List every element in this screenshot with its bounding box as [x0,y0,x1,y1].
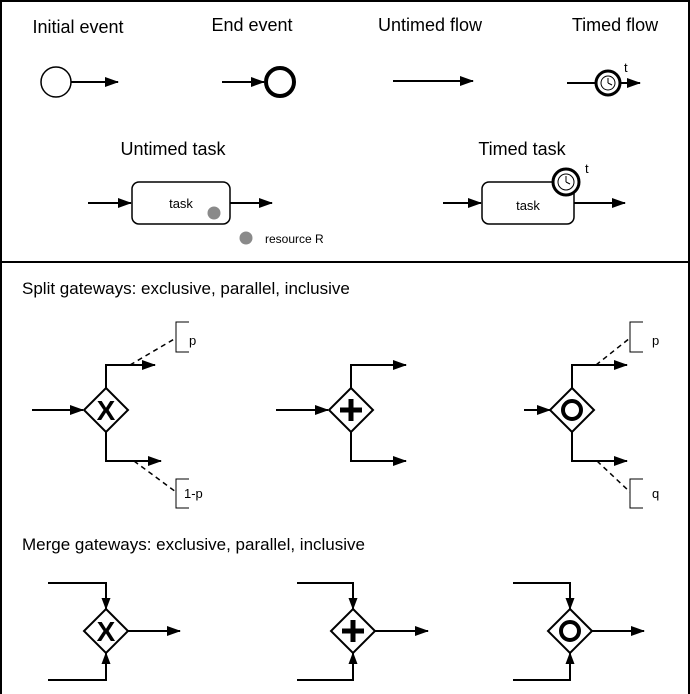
probability-top-label: p [652,333,659,348]
outgoing-flow-arrow [350,432,407,466]
outgoing-flow-arrow [105,432,162,466]
timed-flow-label: Timed flow [572,15,659,35]
inclusive-merge-gateway [513,582,645,681]
merge-gateways-heading: Merge gateways: exclusive, parallel, inc… [22,535,365,554]
parallel-plus-icon [340,399,362,421]
task-box-label: task [516,198,540,213]
end-event-label: End event [211,15,292,35]
probability-top-label: p [189,333,196,348]
initial-event-symbol [40,66,119,98]
probability-annotation-link [133,460,177,493]
probability-annotation-link [129,337,177,366]
probability-bottom-label: 1-p [184,486,203,501]
inclusive-split-gateway: p q [524,321,659,509]
split-gateways-heading: Split gateways: exclusive, parallel, inc… [22,279,350,298]
timed-task-label: Timed task [478,139,566,159]
timer-icon [594,69,622,97]
probability-annotation-bracket [629,321,643,353]
probability-annotation-bracket [175,478,189,509]
incoming-flow-arrow [297,652,358,681]
incoming-flow-arrow [297,582,358,610]
gateway-diamond [82,607,130,655]
timer-icon [551,167,581,197]
probability-annotation-bracket [175,321,189,353]
exclusive-x-icon: X [97,616,116,647]
incoming-flow-arrow [48,652,111,681]
resource-dot [207,206,221,220]
incoming-flow-arrow [48,582,111,610]
incoming-flow-arrow [513,582,575,610]
start-event-circle [40,66,72,98]
outgoing-flow-arrow [571,432,628,466]
outgoing-flow-arrow [571,360,628,388]
parallel-split-gateway [276,360,407,466]
initial-event-label: Initial event [32,17,123,37]
end-event-symbol [222,66,296,98]
end-event-circle [264,66,296,98]
timed-flow-t-label: t [624,60,628,75]
exclusive-merge-gateway: X [48,582,181,681]
parallel-plus-icon [342,620,364,642]
task-box-label: task [169,196,193,211]
exclusive-split-gateway: X p 1-p [32,321,203,509]
outgoing-flow-arrow [350,360,407,388]
timed-flow-symbol: t [567,60,641,97]
resource-label: resource R [265,232,324,246]
probability-bottom-label: q [652,486,659,501]
probability-annotation-bracket [629,478,643,509]
resource-dot [239,231,253,245]
probability-annotation-link [595,337,631,366]
untimed-task-symbol: task [88,181,273,225]
exclusive-x-icon: X [97,395,116,426]
inclusive-circle-icon [561,399,583,421]
incoming-flow-arrow [513,652,575,681]
untimed-task-label: Untimed task [120,139,226,159]
timed-task-symbol: task t [443,161,626,225]
timed-task-t-label: t [585,161,589,176]
resource-legend: resource R [239,231,324,246]
parallel-merge-gateway [297,582,429,681]
outgoing-flow-arrow [105,360,156,388]
probability-annotation-link [596,460,631,493]
inclusive-circle-icon [559,620,581,642]
untimed-flow-label: Untimed flow [378,15,483,35]
